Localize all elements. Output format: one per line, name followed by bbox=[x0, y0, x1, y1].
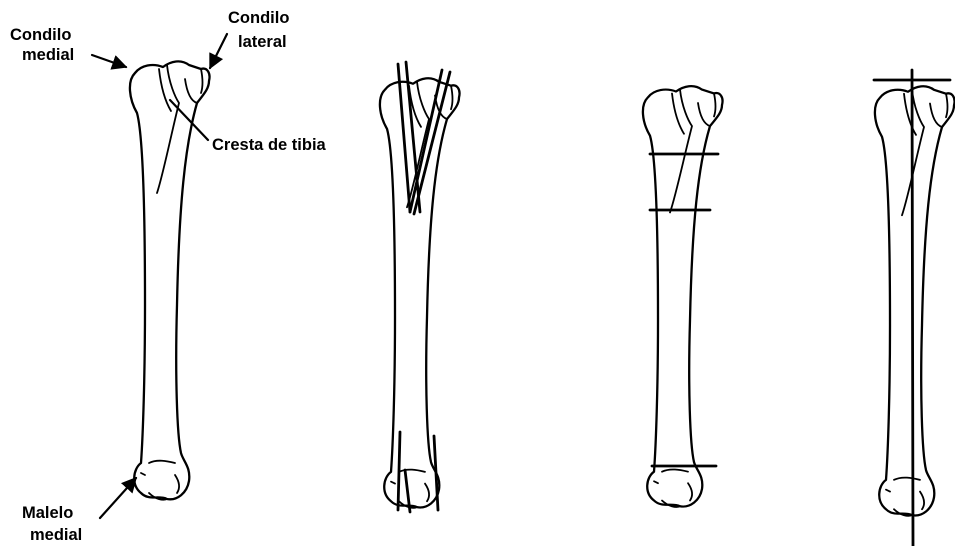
arrow-condilo-medial bbox=[92, 55, 126, 67]
label-condilo-medial-2: medial bbox=[22, 46, 74, 64]
label-condilo-lateral-1: Condilo bbox=[228, 9, 289, 27]
arrow-malelo-medial bbox=[100, 478, 136, 518]
tibia-vertical-axis bbox=[874, 70, 955, 546]
tibia-oblique-lines bbox=[380, 62, 460, 512]
label-malelo-medial-1: Malelo bbox=[22, 504, 73, 522]
label-malelo-medial-2: medial bbox=[30, 526, 82, 544]
label-condilo-lateral-2: lateral bbox=[238, 33, 287, 51]
tibia-labeled bbox=[130, 61, 210, 499]
tibia-horizontal-lines bbox=[643, 86, 723, 507]
label-condilo-medial-1: Condilo bbox=[10, 26, 71, 44]
label-cresta-de-tibia: Cresta de tibia bbox=[212, 136, 327, 154]
arrow-condilo-lateral bbox=[210, 34, 227, 68]
